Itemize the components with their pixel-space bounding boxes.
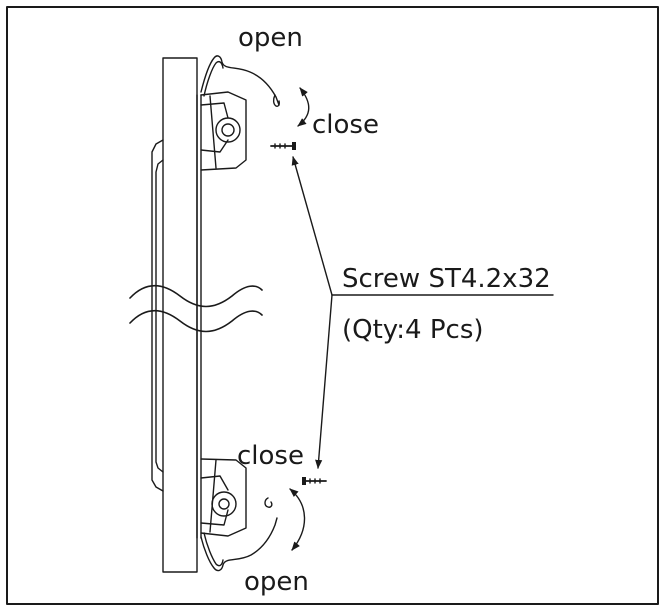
outer-frame	[6, 6, 659, 605]
label-open-top: open	[238, 23, 303, 53]
bottom-spring-wire	[200, 497, 278, 572]
label-screw-spec: Screw ST4.2x32	[342, 264, 551, 294]
label-close-bottom: close	[237, 441, 304, 471]
leader-to-bottom-screw	[315, 294, 333, 469]
leader-to-top-screw	[291, 156, 333, 296]
wall-panel	[162, 57, 202, 573]
label-close-top: close	[312, 110, 379, 140]
label-open-bottom: open	[244, 567, 309, 597]
bottom-screw	[302, 477, 327, 485]
bottom-open-close-arrow	[289, 488, 306, 551]
top-screw	[270, 142, 296, 150]
top-spring-wire	[200, 55, 280, 107]
break-wave-lines	[129, 284, 263, 333]
top-open-close-arrow	[297, 87, 310, 127]
bottom-clip-body	[200, 458, 247, 537]
rear-housing	[151, 139, 164, 492]
top-clip-body	[200, 91, 247, 171]
label-quantity: (Qty:4 Pcs)	[342, 315, 484, 345]
